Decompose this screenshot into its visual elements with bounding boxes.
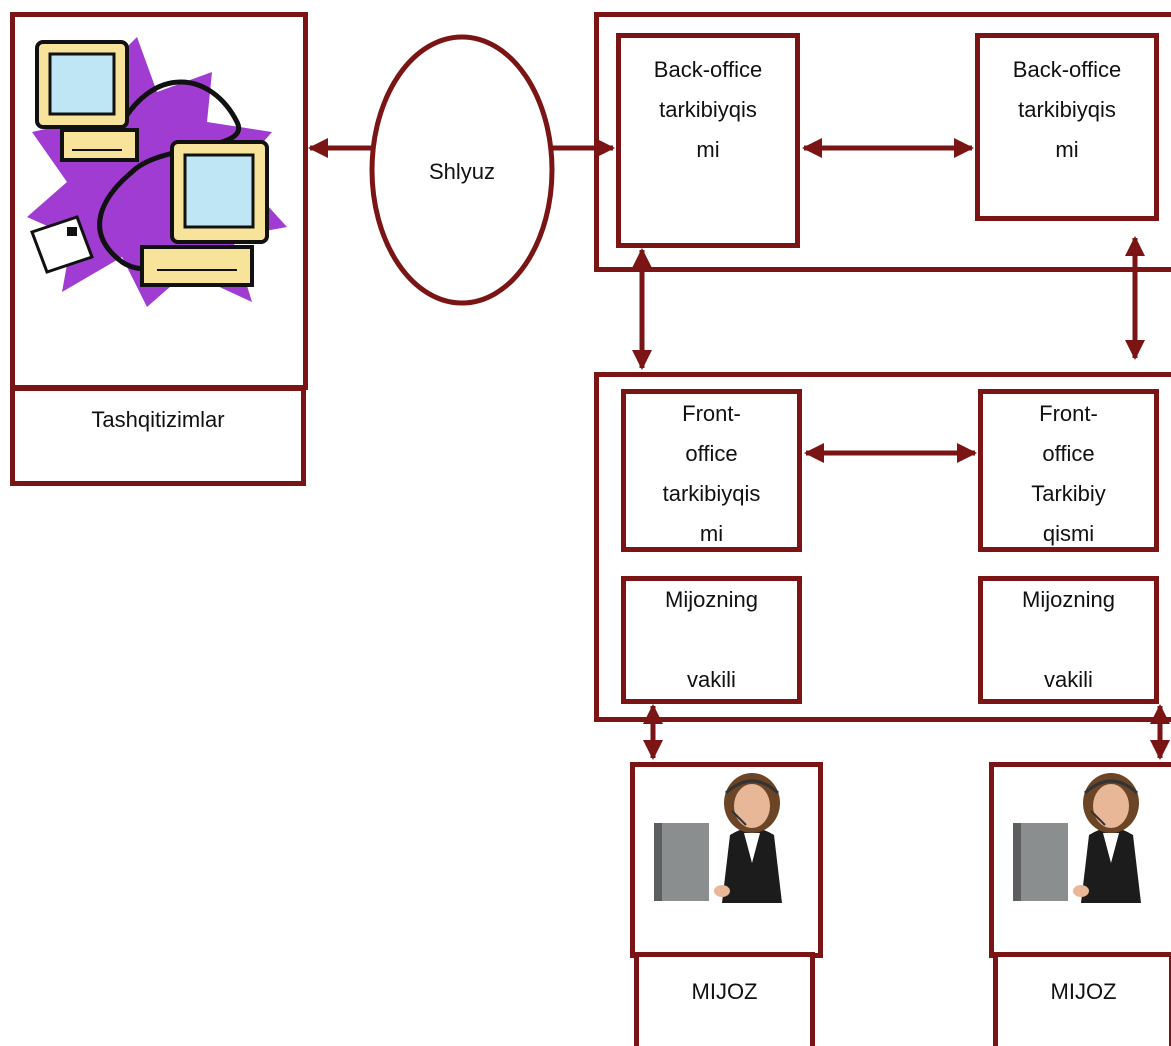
front-office-left-label: Front- office tarkibiyqis mi (662, 401, 761, 546)
monitor-shape (1013, 823, 1068, 901)
front-office-component-right (978, 389, 1159, 552)
representative-right-label: Mijozning vakili (1022, 587, 1115, 692)
external-systems-label: Tashqitizimlar (91, 407, 225, 432)
representative-left-label: Mijozning vakili (665, 587, 758, 692)
representative-box-right (978, 576, 1159, 704)
envelope-icon (30, 215, 94, 274)
gateway-label: Shlyuz (428, 159, 496, 184)
computer-front (140, 140, 269, 287)
client-operator-photo-right (1013, 773, 1141, 903)
back-office-left-label: Back-office tarkibiyqis mi (653, 57, 763, 162)
representative-box-left (621, 576, 802, 704)
monitor-shape (654, 823, 709, 901)
computers-network-icon (27, 37, 287, 307)
jacket-shape (1081, 828, 1141, 903)
client-right-label: MIJOZ (1050, 979, 1117, 1004)
front-office-right-label: Front- office Tarkibiy qismi (1031, 401, 1106, 546)
computer-back (35, 40, 139, 162)
jacket-shape (722, 828, 782, 903)
back-office-component-right (975, 33, 1159, 221)
client-label-box-right (993, 952, 1171, 1046)
external-systems-label-box (10, 386, 306, 486)
face-shape (734, 784, 770, 828)
back-office-component-left (616, 33, 800, 248)
client-left-label: MIJOZ (691, 979, 758, 1004)
back-office-right-label: Back-office tarkibiyqis mi (1012, 57, 1122, 162)
face-shape (1093, 784, 1129, 828)
client-label-box-left (634, 952, 815, 1046)
client-operator-photo-left (654, 773, 782, 903)
front-office-component-left (621, 389, 802, 552)
